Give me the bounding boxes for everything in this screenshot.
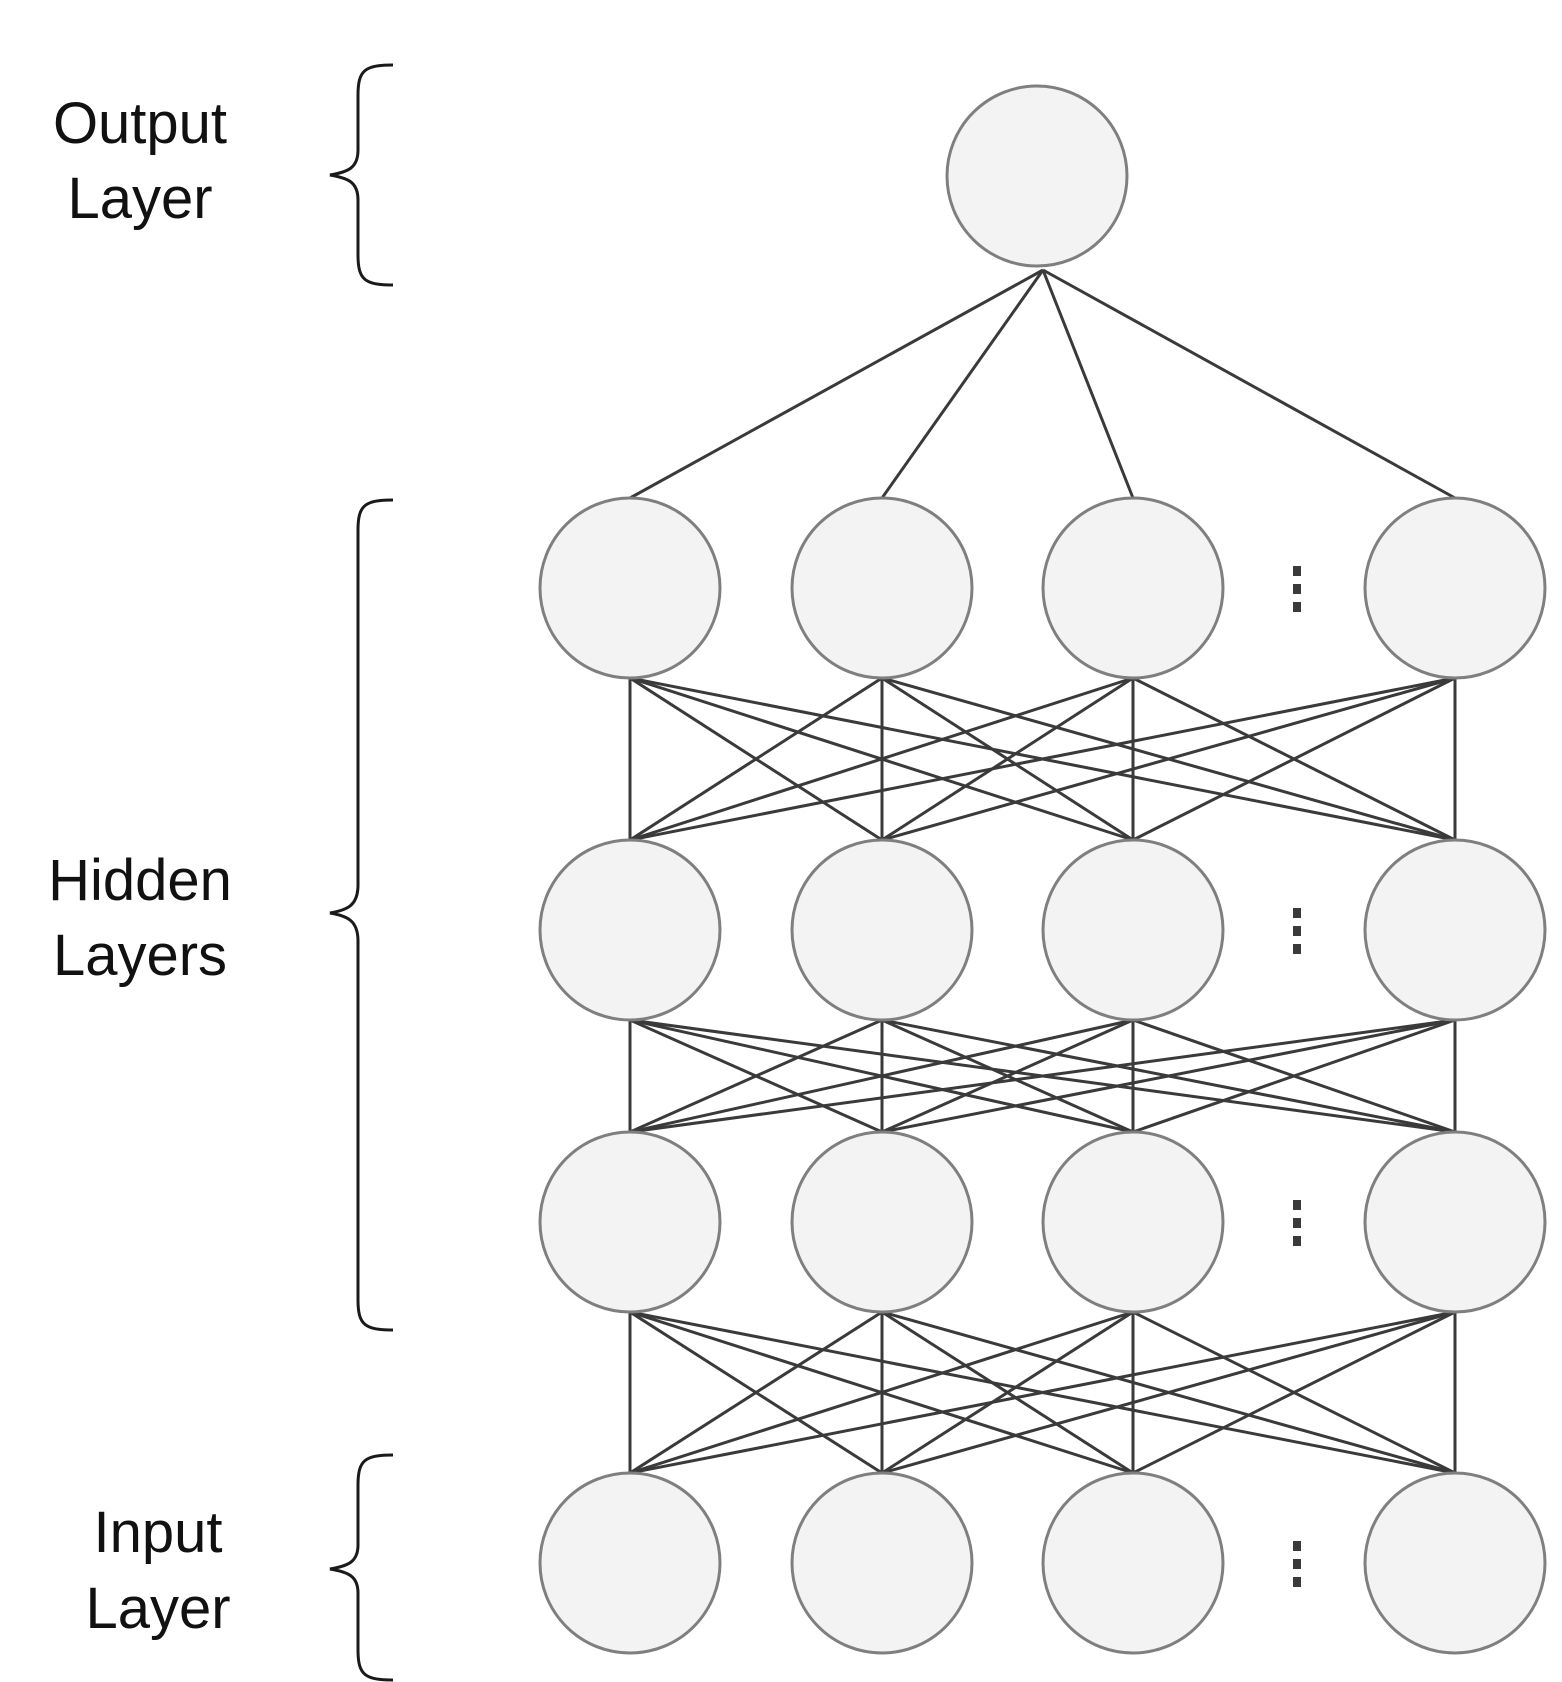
output-layer-brace [329, 63, 394, 287]
output-connection-3 [1041, 269, 1135, 499]
connection-l2-n4-n2 [881, 1018, 1456, 1134]
output-connection-4 [1042, 268, 1456, 500]
connection-l3-n4-n3 [1132, 1310, 1456, 1475]
hidden-1-neuron-2 [790, 496, 974, 680]
connection-l1-n3-n2 [881, 676, 1134, 842]
connection-l1-n3-n1 [629, 676, 1134, 842]
input-neuron-2 [790, 1471, 974, 1655]
output-layer-label-line1: Output [53, 91, 227, 156]
output-connection-1 [629, 268, 1044, 500]
connection-l1-n2-n1 [629, 676, 883, 842]
hidden-layers-brace [329, 498, 394, 1332]
output-connection-2 [880, 269, 1045, 499]
input-neuron-4 [1363, 1471, 1547, 1655]
connection-l3-n4-n1 [629, 1310, 1456, 1475]
hidden-layers-label-line2: Layers [53, 923, 227, 988]
input-neuron-1 [538, 1471, 722, 1655]
hidden-1-neuron-3 [1041, 496, 1225, 680]
connections-group [628, 268, 1457, 1475]
connection-l2-n2-n1 [629, 1018, 883, 1134]
hidden-2-neuron-1 [538, 838, 722, 1022]
hidden-2-ellipsis-icon [1293, 908, 1301, 954]
connection-l3-n4-n2 [881, 1310, 1456, 1475]
hidden-3-neuron-2 [790, 1130, 974, 1314]
hidden-layers-label-line1: Hidden [48, 848, 232, 913]
hidden-layer-1 [538, 496, 1547, 680]
connection-l2-n4-n1 [629, 1018, 1456, 1134]
hidden-2-neuron-4 [1363, 838, 1547, 1022]
hidden-1-neuron-1 [538, 496, 722, 680]
hidden-1-ellipsis-icon [1293, 566, 1301, 612]
input-ellipsis-icon [1293, 1541, 1301, 1587]
hidden-3-neuron-1 [538, 1130, 722, 1314]
hidden-3-neuron-4 [1363, 1130, 1547, 1314]
hidden-layer-2 [538, 838, 1547, 1022]
input-layer-label-line1: Input [94, 1500, 223, 1565]
hidden-3-neuron-3 [1041, 1130, 1225, 1314]
connection-l2-n3-n1 [629, 1018, 1134, 1134]
hidden-2-neuron-2 [790, 838, 974, 1022]
connection-l1-n4-n2 [881, 676, 1456, 842]
connection-l2-n4-n3 [1132, 1018, 1456, 1134]
output-layer-label-line2: Layer [67, 166, 212, 231]
connection-l3-n3-n2 [881, 1310, 1134, 1475]
output-neuron [945, 84, 1129, 268]
connection-l1-n4-n1 [629, 676, 1456, 842]
connection-l3-n2-n1 [629, 1310, 883, 1475]
input-layer-label-line2: Layer [85, 1576, 230, 1641]
connection-l2-n3-n2 [881, 1018, 1134, 1134]
hidden-layer-3 [538, 1130, 1547, 1314]
hidden-1-neuron-4 [1363, 496, 1547, 680]
input-layer [538, 1471, 1547, 1655]
hidden-2-neuron-3 [1041, 838, 1225, 1022]
connection-l1-n4-n3 [1132, 676, 1456, 842]
hidden-3-ellipsis-icon [1293, 1200, 1301, 1246]
input-layer-brace [329, 1453, 394, 1682]
connection-l3-n3-n1 [629, 1310, 1134, 1475]
input-neuron-3 [1041, 1471, 1225, 1655]
